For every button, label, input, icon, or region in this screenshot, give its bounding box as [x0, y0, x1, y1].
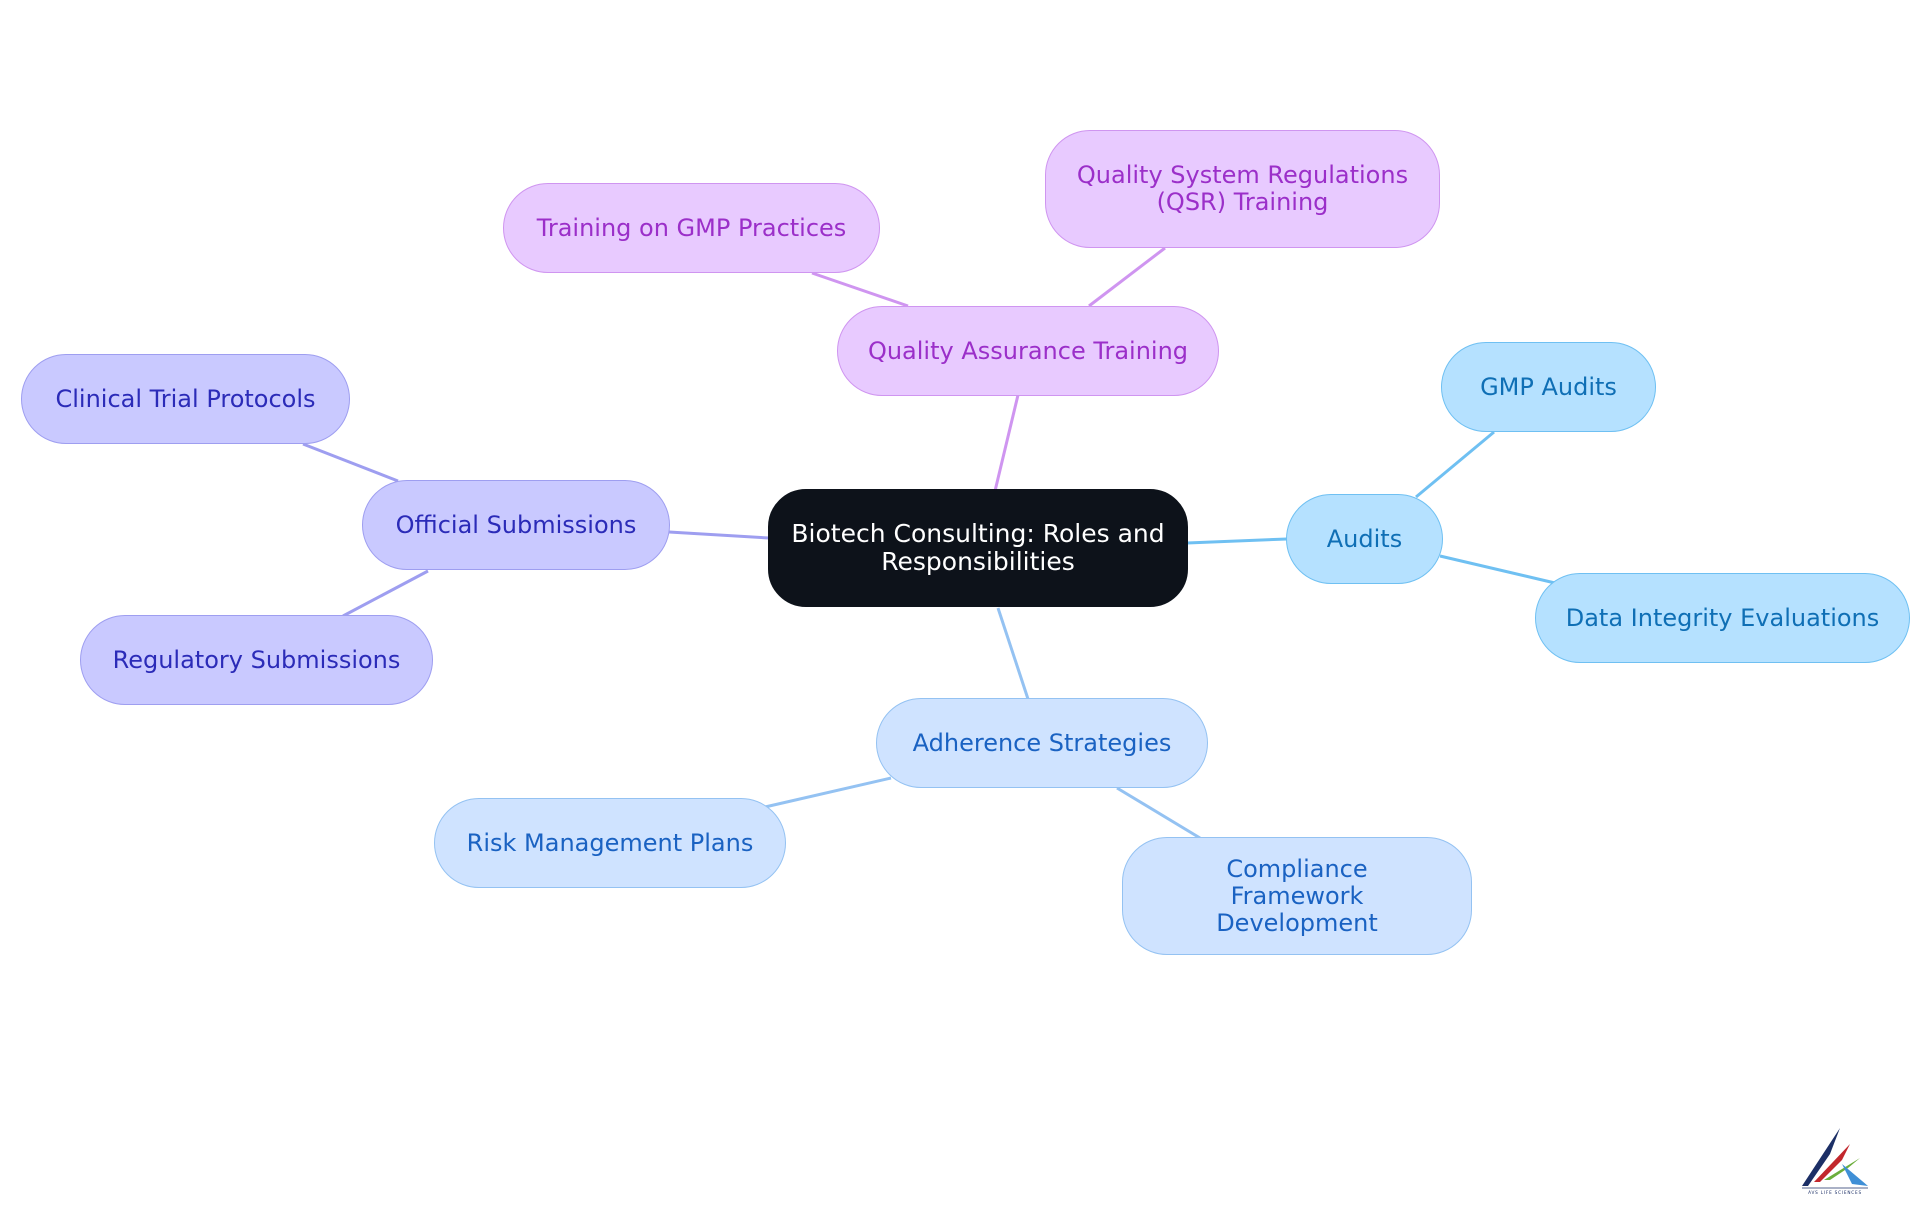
leaf-node-qsr-training[interactable]: Quality System Regulations (QSR) Trainin…: [1045, 130, 1440, 248]
branch-node-adherence-strategies[interactable]: Adherence Strategies: [876, 698, 1208, 788]
connector-official-clinical-trial: [302, 442, 399, 483]
leaf-node-gmp-audits[interactable]: GMP Audits: [1441, 342, 1656, 432]
connector-qat-training-gmp: [811, 271, 909, 308]
branch-node-label: Official Submissions: [395, 510, 637, 539]
leaf-node-label: Regulatory Submissions: [112, 645, 401, 674]
branch-node-label: Quality Assurance Training: [867, 336, 1189, 365]
leaf-node-label: Compliance Framework Development: [1216, 854, 1378, 937]
connector-audits-data-integrity: [1439, 554, 1556, 585]
leaf-node-compliance-framework-development[interactable]: Compliance Framework Development: [1122, 837, 1472, 955]
leaf-node-label: Risk Management Plans: [466, 828, 754, 857]
connector-adherence-compliance-framework: [1116, 786, 1201, 840]
leaf-node-label: Quality System Regulations (QSR) Trainin…: [1076, 161, 1409, 216]
logo-blue-stripe: [1842, 1164, 1868, 1186]
connector-root-official-submissions: [668, 530, 770, 540]
branch-node-quality-assurance-training[interactable]: Quality Assurance Training: [837, 306, 1219, 396]
leaf-node-risk-management-plans[interactable]: Risk Management Plans: [434, 798, 786, 888]
root-node[interactable]: Biotech Consulting: Roles and Responsibi…: [768, 489, 1188, 607]
root-node-label: Biotech Consulting: Roles and Responsibi…: [791, 519, 1165, 576]
avs-life-sciences-logo-icon: AVS LIFE SCIENCES: [1802, 1128, 1868, 1195]
connector-root-audits: [1186, 537, 1288, 545]
branch-node-audits[interactable]: Audits: [1286, 494, 1443, 584]
connector-audits-gmp-audits: [1415, 430, 1495, 499]
leaf-node-clinical-trial-protocols[interactable]: Clinical Trial Protocols: [21, 354, 350, 444]
logo-navy-stripe: [1802, 1128, 1840, 1186]
leaf-node-label: GMP Audits: [1480, 372, 1617, 401]
connector-qat-qsr-training: [1088, 246, 1166, 308]
leaf-node-training-on-gmp-practices[interactable]: Training on GMP Practices: [503, 183, 880, 273]
connector-root-quality-assurance-training: [993, 394, 1020, 492]
leaf-node-label: Clinical Trial Protocols: [55, 384, 316, 413]
leaf-node-data-integrity-evaluations[interactable]: Data Integrity Evaluations: [1535, 573, 1910, 663]
connector-official-regulatory: [342, 569, 429, 618]
leaf-node-label: Training on GMP Practices: [536, 213, 847, 242]
branch-node-label: Audits: [1326, 524, 1403, 553]
branch-node-official-submissions[interactable]: Official Submissions: [362, 480, 670, 570]
leaf-node-regulatory-submissions[interactable]: Regulatory Submissions: [80, 615, 433, 705]
logo-red-stripe: [1814, 1144, 1850, 1182]
logo-text: AVS LIFE SCIENCES: [1808, 1190, 1862, 1195]
connector-adherence-risk-management: [764, 776, 892, 809]
branch-node-label: Adherence Strategies: [912, 728, 1172, 757]
connector-root-adherence-strategies: [996, 607, 1030, 700]
logo-green-stripe: [1824, 1158, 1860, 1180]
leaf-node-label: Data Integrity Evaluations: [1565, 603, 1880, 632]
